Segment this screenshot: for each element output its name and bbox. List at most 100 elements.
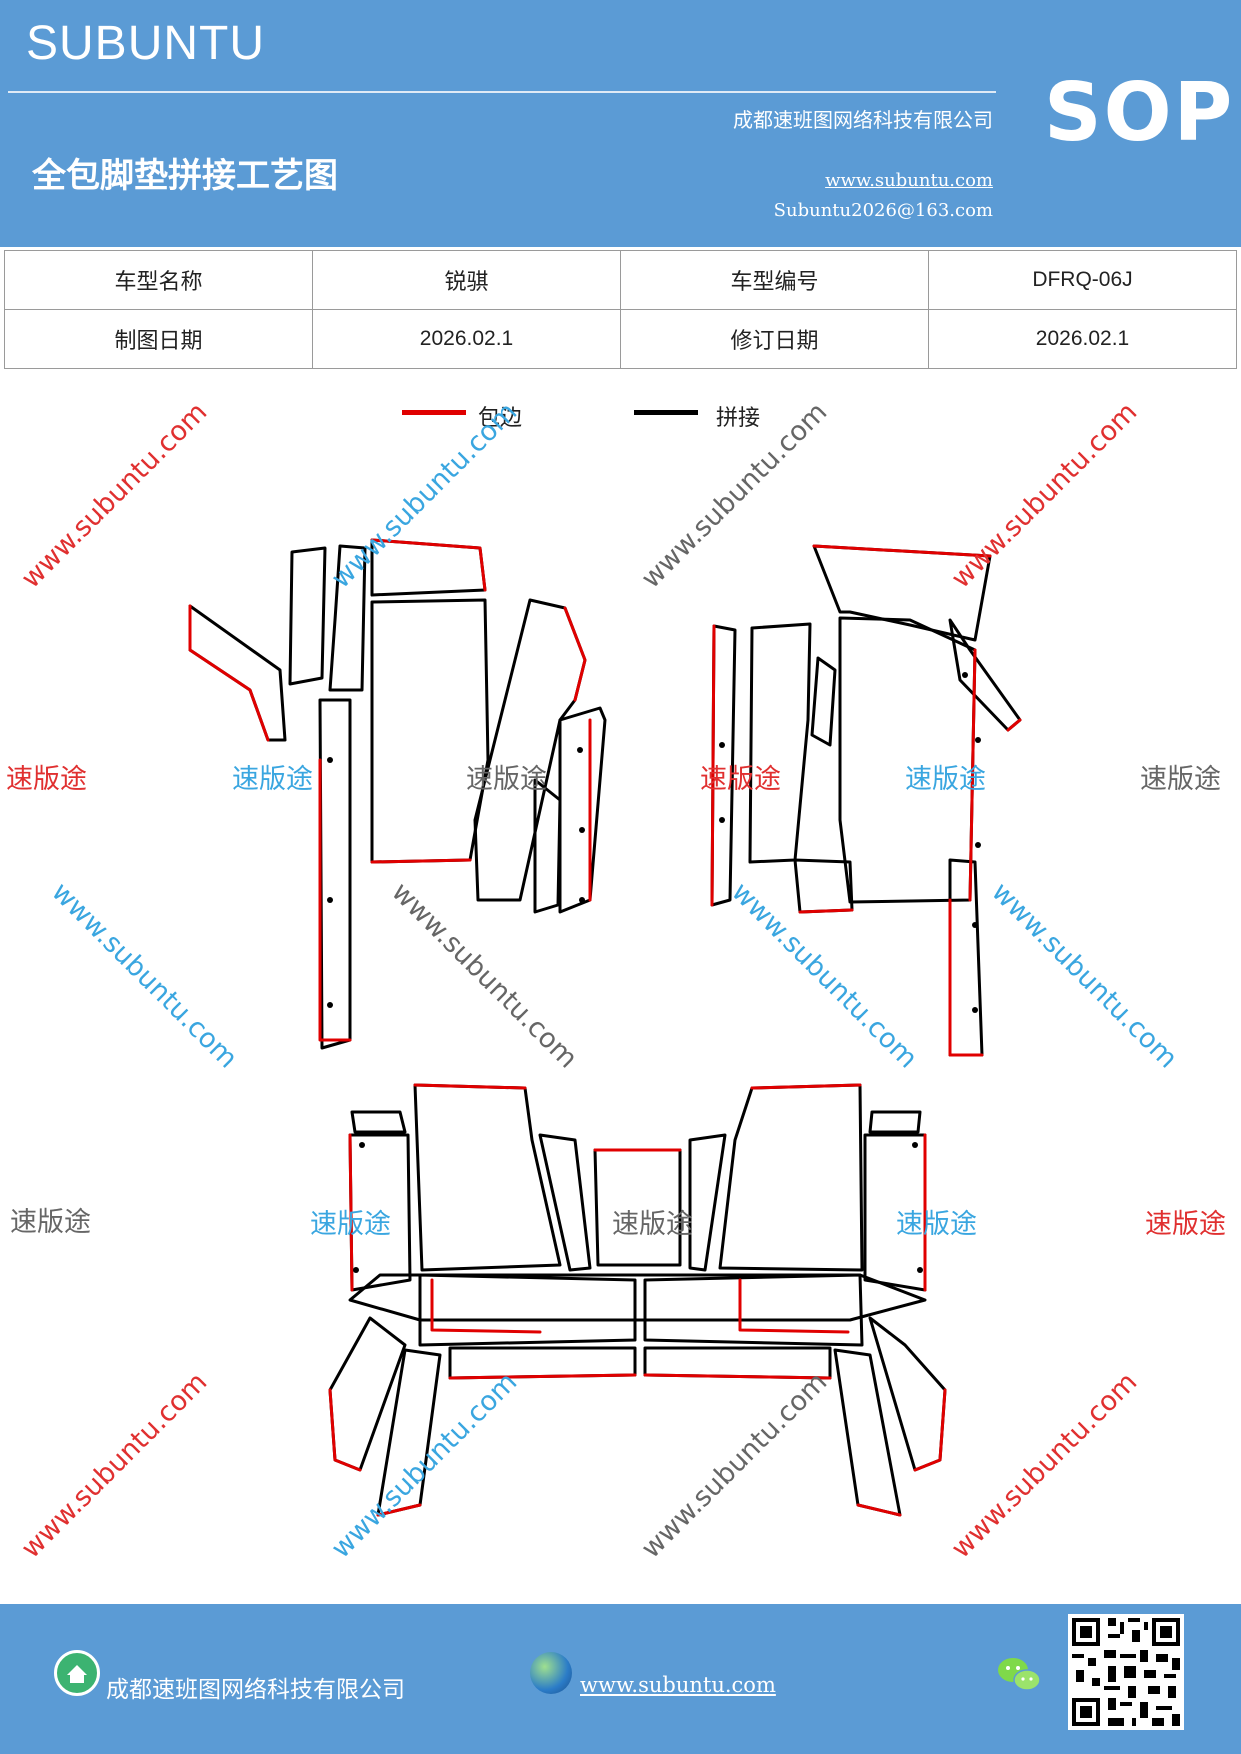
edge-binding (948, 898, 984, 1057)
mat-piece (288, 546, 327, 686)
watermark-cn: 速版途 (1145, 1209, 1226, 1240)
header-company: 成都速班图网络科技有限公司 (733, 108, 993, 132)
mat-piece (643, 1346, 832, 1380)
mat-piece (448, 1346, 637, 1380)
mat-piece (328, 1316, 407, 1472)
edge-binding (856, 1503, 902, 1517)
model-code-label: 车型编号 (620, 250, 929, 310)
splice-dot (579, 827, 585, 833)
mat-piece (793, 858, 854, 914)
splice-dot (972, 1007, 978, 1013)
splice-dot (359, 1142, 365, 1148)
splice-dot (353, 1267, 359, 1273)
brand-logo-text: SUBUNTU (26, 17, 266, 70)
model-name-value: 锐骐 (312, 250, 621, 310)
edge-binding (643, 1373, 832, 1380)
splice-dot (579, 897, 585, 903)
edge-binding (738, 1278, 850, 1334)
edge-binding (448, 1373, 637, 1380)
mat-piece (188, 604, 287, 742)
edge-binding (968, 648, 977, 902)
revise-date-value: 2026.02.1 (928, 309, 1237, 369)
mat-piece (833, 1348, 902, 1517)
edge-binding (798, 908, 854, 914)
splice-dot (577, 747, 583, 753)
splice-dot (975, 842, 981, 848)
header-email[interactable]: Subuntu2026@163.com (773, 200, 993, 221)
edge-binding (812, 544, 992, 558)
mat-piece (350, 1110, 407, 1134)
document-title: 全包脚垫拼接工艺图 (32, 156, 338, 196)
mat-piece (948, 618, 1022, 732)
watermark-cn: 速版途 (612, 1209, 693, 1240)
header-website-link[interactable]: www.subuntu.com (825, 170, 993, 191)
splice-dot (327, 1002, 333, 1008)
watermark-cn: 速版途 (466, 764, 547, 795)
edge-binding (413, 1083, 527, 1090)
edge-binding (1006, 718, 1022, 732)
edge-binding (328, 1388, 362, 1472)
mat-piece (948, 858, 984, 1057)
splice-dot (719, 742, 725, 748)
mat-piece (810, 656, 837, 747)
edge-binding (188, 604, 270, 742)
splice-dot (975, 737, 981, 743)
model-name-label: 车型名称 (4, 250, 313, 310)
wechat-icon[interactable] (996, 1654, 1042, 1694)
edge-binding (750, 1083, 862, 1090)
legend-edge-swatch (402, 410, 466, 415)
edge-binding (913, 1388, 947, 1472)
watermark-cn: 速版途 (905, 764, 986, 795)
watermark-cn: 速版途 (700, 764, 781, 795)
mat-piece (868, 1110, 922, 1134)
splice-dot (972, 922, 978, 928)
mat-piece (418, 1273, 637, 1347)
edge-binding (376, 1503, 422, 1517)
mat-piece (538, 1133, 592, 1272)
mat-piece (328, 544, 367, 692)
mat-piece (558, 706, 607, 914)
home-icon (54, 1650, 100, 1696)
watermark-cn: 速版途 (310, 1209, 391, 1240)
splice-dot (327, 757, 333, 763)
mat-piece (318, 698, 352, 1050)
edge-binding (318, 758, 352, 1042)
splice-dot (327, 897, 333, 903)
mat-piece (643, 1273, 864, 1347)
watermark-cn: 速版途 (896, 1209, 977, 1240)
legend-splice-label: 拼接 (716, 406, 761, 431)
edge-binding (430, 1278, 542, 1334)
legend-edge-label: 包边 (478, 406, 523, 431)
splice-dot (912, 1142, 918, 1148)
mat-piece (413, 1083, 562, 1272)
footer-website-link[interactable]: www.subuntu.com (580, 1673, 776, 1697)
draw-date-value: 2026.02.1 (312, 309, 621, 369)
legend-splice-swatch (634, 410, 698, 415)
watermark-cn: 速版途 (10, 1207, 91, 1238)
watermark-cn: 速版途 (1140, 764, 1221, 795)
vehicle-info-table: 车型名称 锐骐 车型编号 DFRQ-06J 制图日期 2026.02.1 修订日… (4, 250, 1237, 369)
edge-binding (370, 538, 487, 592)
splice-dot (719, 817, 725, 823)
mat-piece (868, 1316, 947, 1472)
header-divider (8, 91, 996, 93)
header-banner (0, 0, 1241, 247)
splice-dot (962, 672, 968, 678)
mat-piece (473, 598, 587, 902)
model-code-value: DFRQ-06J (928, 250, 1237, 310)
mat-piece (370, 598, 490, 864)
footer-company: 成都速班图网络科技有限公司 (106, 1677, 405, 1703)
mat-piece (688, 1133, 727, 1272)
table-row: 制图日期 2026.02.1 修订日期 2026.02.1 (4, 309, 1237, 369)
table-row: 车型名称 锐骐 车型编号 DFRQ-06J (4, 250, 1237, 310)
qr-code[interactable] (1068, 1614, 1184, 1730)
draw-date-label: 制图日期 (4, 309, 313, 369)
sop-label: SOP (1044, 66, 1235, 159)
edge-binding (710, 624, 716, 907)
mat-piece (718, 1083, 864, 1272)
edge-binding (370, 858, 472, 864)
watermark-cn: 速版途 (232, 764, 313, 795)
watermark-cn: 速版途 (6, 764, 87, 795)
edge-binding (563, 606, 587, 702)
